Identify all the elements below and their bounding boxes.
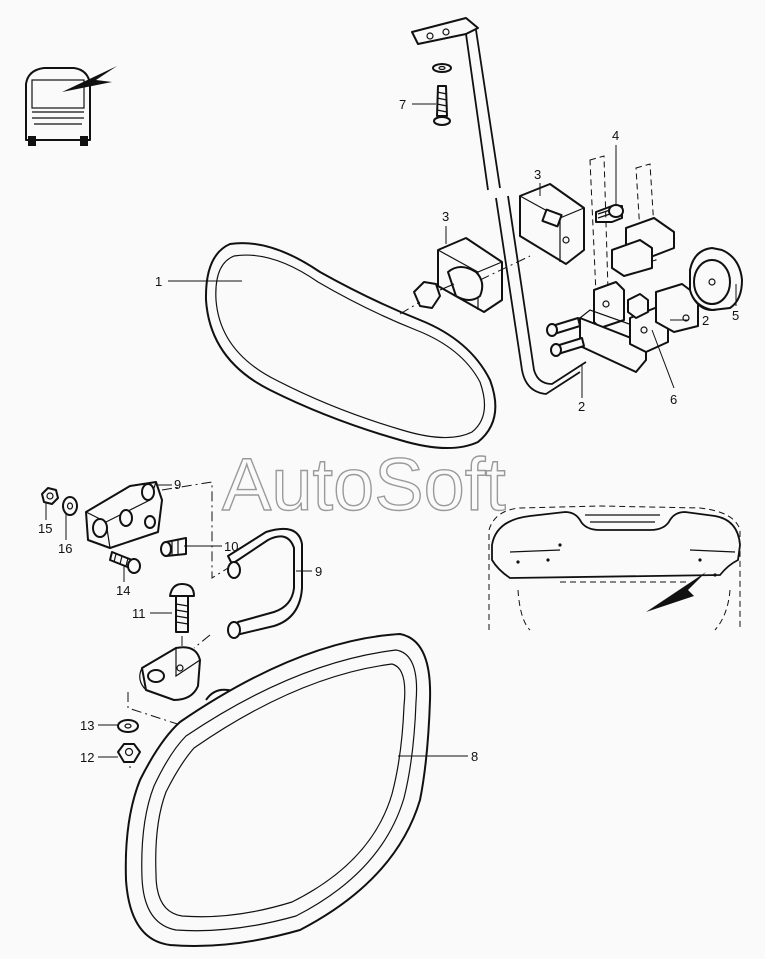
screw-7 <box>432 63 452 126</box>
clip-9 <box>139 646 201 701</box>
callout-13: 13 <box>80 718 94 733</box>
callout-15: 15 <box>38 521 52 536</box>
callout-11: 11 <box>132 606 146 621</box>
bracket-9 <box>85 481 163 549</box>
screw-4 <box>595 204 624 223</box>
clamp-3-left <box>399 237 531 315</box>
bus-locator-icon <box>25 66 117 146</box>
bolt-11 <box>169 583 195 660</box>
callout-6: 6 <box>670 392 677 407</box>
watermark: AutoSoft <box>222 443 506 526</box>
callout-10: 10 <box>224 539 238 554</box>
callout-14: 14 <box>116 583 130 598</box>
u-tube-9 <box>227 528 303 639</box>
clamp-3-middle <box>519 183 585 265</box>
washer-13 <box>117 719 139 733</box>
callout-1: 1 <box>155 274 162 289</box>
bracket-assembly <box>579 155 699 373</box>
mirror-arm-rod <box>411 17 587 395</box>
callout-8: 8 <box>471 749 478 764</box>
callout-3-right: 3 <box>534 167 541 182</box>
callout-9-lower: 9 <box>315 564 322 579</box>
callout-3-left: 3 <box>442 209 449 224</box>
mirror-8 <box>124 633 432 947</box>
bracket-screws <box>546 293 649 357</box>
callout-4: 4 <box>612 128 619 143</box>
screw-10 <box>160 537 187 557</box>
assembly-link-upper <box>161 481 229 579</box>
washer-16 <box>62 496 78 516</box>
callout-2-lower: 2 <box>578 399 585 414</box>
bushing-5 <box>689 247 743 311</box>
interior-locator-view <box>488 505 741 631</box>
gasket-1 <box>204 242 497 449</box>
screw-14 <box>109 551 141 574</box>
nut-12 <box>117 743 141 763</box>
callout-12: 12 <box>80 750 94 765</box>
nut-15 <box>41 487 59 505</box>
callout-2-right: 2 <box>702 313 709 328</box>
callout-9-upper: 9 <box>174 477 181 492</box>
leader-lines <box>45 103 737 758</box>
callout-5: 5 <box>732 308 739 323</box>
callout-7: 7 <box>399 97 406 112</box>
callout-16: 16 <box>58 541 72 556</box>
